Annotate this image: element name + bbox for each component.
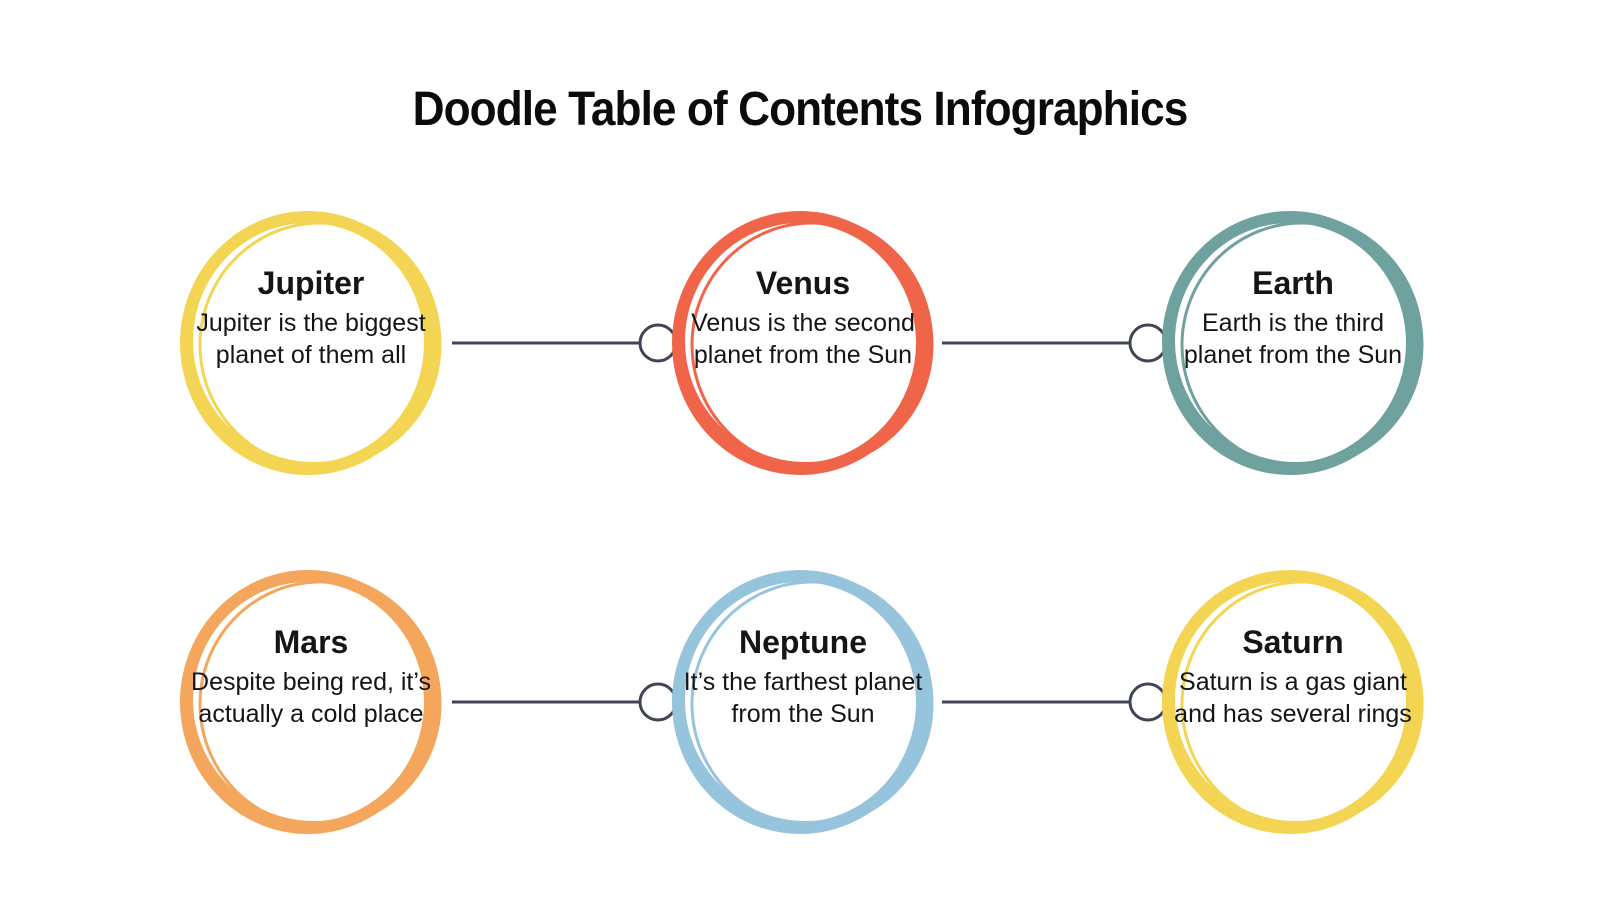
node-description: Earth is the third planet from the Sun (1183, 309, 1403, 369)
node-title: Venus (755, 265, 851, 301)
node-title: Mars (273, 624, 349, 660)
node-neptune: Neptune It’s the farthest planet from th… (663, 562, 943, 842)
page-title: Doodle Table of Contents Infographics (412, 83, 1189, 136)
doodle-circle-icon (180, 211, 442, 475)
doodle-circle-icon (1162, 570, 1424, 834)
doodle-circle-icon (180, 570, 442, 834)
node-description: Venus is the second planet from the Sun (691, 309, 915, 369)
node-title: Jupiter (257, 265, 365, 301)
node-earth: Earth Earth is the third planet from the… (1153, 203, 1433, 483)
node-description: Despite being red, it’s actually a cold … (191, 668, 431, 728)
doodle-circle-icon (1162, 211, 1424, 475)
node-mars: Mars Despite being red, it’s actually a … (171, 562, 451, 842)
node-title: Saturn (1242, 624, 1344, 660)
doodle-circle-icon (672, 211, 934, 475)
node-venus: Venus Venus is the second planet from th… (663, 203, 943, 483)
node-description: Jupiter is the biggest planet of them al… (196, 309, 426, 369)
doodle-circle-icon (672, 570, 934, 834)
node-jupiter: Jupiter Jupiter is the biggest planet of… (171, 203, 451, 483)
node-saturn: Saturn Saturn is a gas giant and has sev… (1153, 562, 1433, 842)
node-description: It’s the farthest planet from the Sun (683, 668, 923, 728)
node-title: Earth (1252, 265, 1334, 301)
node-title: Neptune (739, 624, 867, 660)
node-description: Saturn is a gas giant and has several ri… (1174, 668, 1412, 728)
